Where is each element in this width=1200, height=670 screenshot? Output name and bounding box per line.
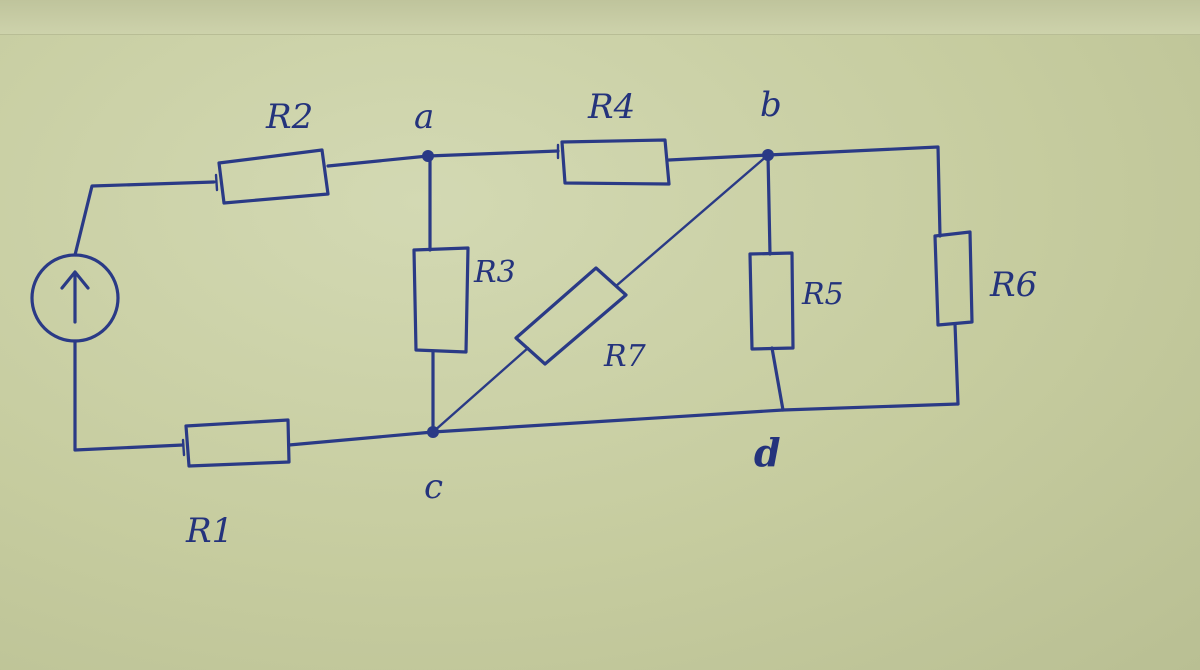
label-r7: R7	[603, 339, 647, 374]
wire-left-top	[73, 180, 216, 257]
label-r4: R4	[587, 87, 635, 127]
wire-r7-c	[431, 346, 530, 434]
label-node-d: d	[754, 430, 781, 475]
wire-r2-a	[326, 154, 430, 168]
label-node-a: a	[414, 97, 434, 137]
resistor-r5	[748, 251, 795, 351]
resistor-r7	[514, 266, 628, 366]
wire-left-bottom	[73, 339, 185, 452]
label-r5: R5	[801, 277, 844, 312]
resistor-r4	[556, 138, 671, 186]
wire-r6-bottom	[953, 322, 960, 406]
wire-a-r4	[426, 149, 560, 158]
resistor-r3	[412, 246, 470, 354]
wire-r1-c	[287, 430, 435, 447]
label-r2: R2	[265, 97, 313, 137]
wire-b-r7	[614, 153, 770, 288]
label-node-b: b	[760, 85, 782, 125]
resistor-r6	[933, 230, 974, 327]
paper-edge	[0, 0, 1200, 35]
wire-b-r5	[766, 153, 772, 256]
label-r3: R3	[473, 255, 516, 290]
resistor-r2	[214, 148, 330, 205]
resistor-r1	[181, 418, 291, 468]
wire-r5-d	[770, 346, 785, 412]
label-node-c: c	[424, 467, 443, 507]
label-r6: R6	[989, 265, 1037, 305]
wire-b-r6	[766, 145, 942, 238]
label-r1: R1	[185, 511, 233, 551]
current-source	[30, 253, 120, 343]
wire-r4-b	[667, 153, 770, 162]
wire-c-d	[431, 402, 960, 434]
